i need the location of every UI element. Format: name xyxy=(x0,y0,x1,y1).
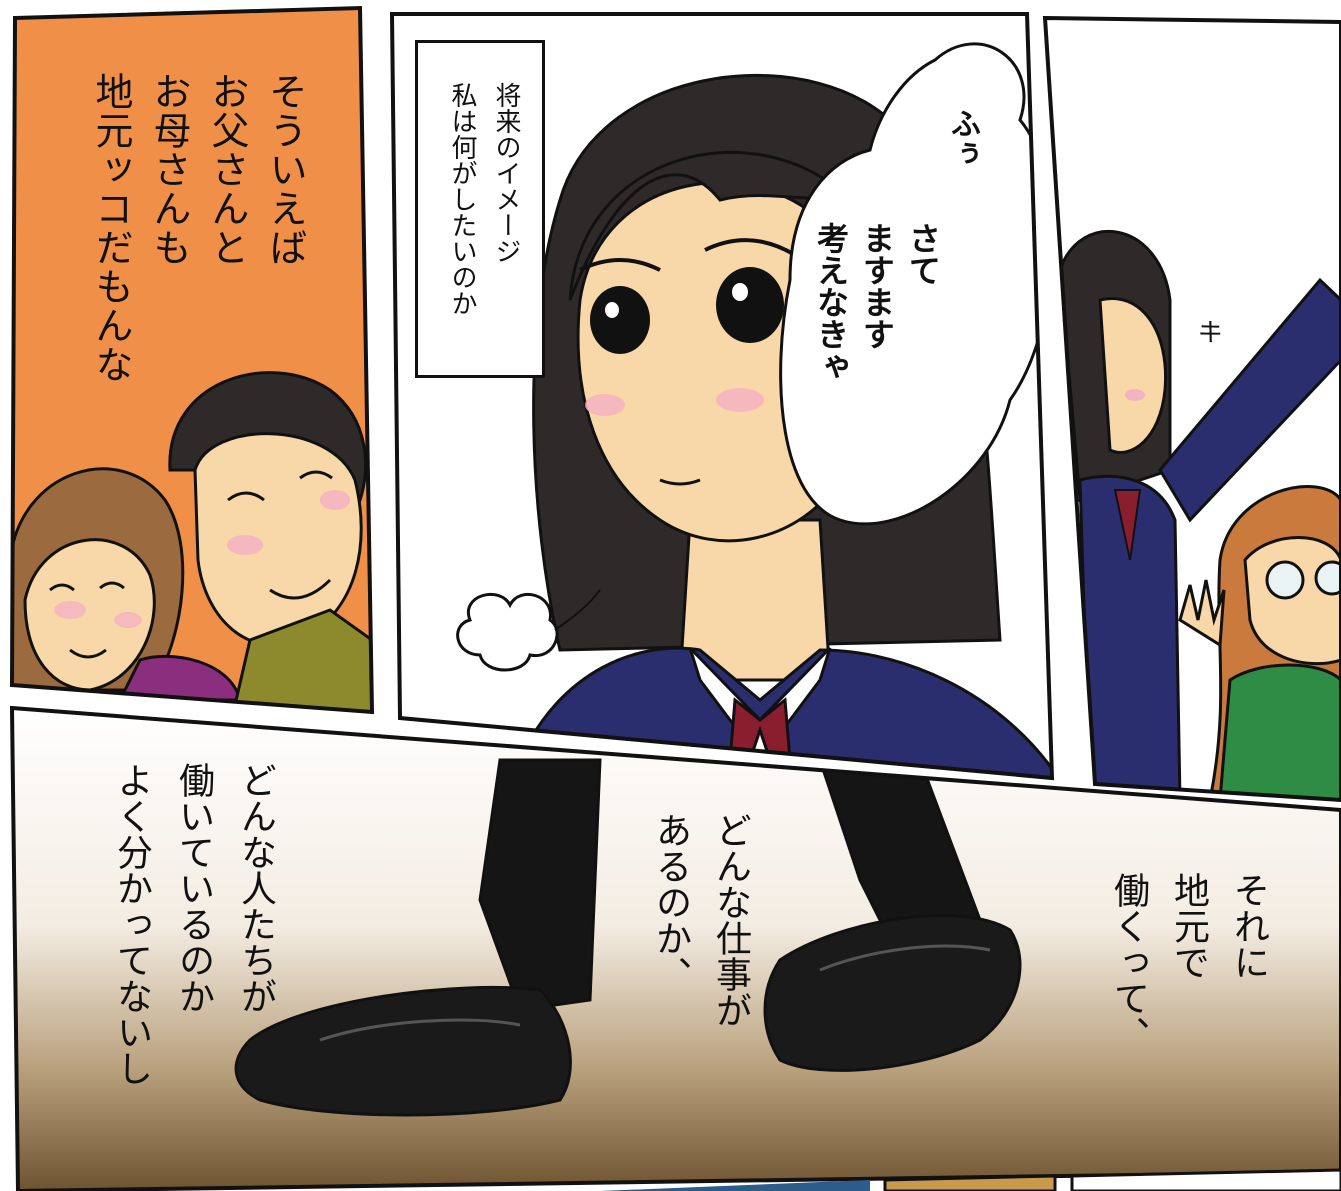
narration-top-left: そういえば お父さんと お母さんも 地元ッコだもんな xyxy=(82,72,314,384)
bubble-line: ふぅ xyxy=(945,108,980,168)
narration-bottom-middle: どんな仕事が あるのか、 xyxy=(640,812,760,1028)
narration-line: 地元で xyxy=(1168,872,1209,980)
narration-line: どんな仕事が xyxy=(710,812,751,1028)
narration-line: 働くって、 xyxy=(1108,872,1149,1052)
bubble-line: 考えなきゃ xyxy=(812,222,850,382)
caption-box xyxy=(415,40,545,378)
next-row-panel-edges xyxy=(600,1168,1341,1191)
bubble-text: さて ますます 考えなきゃ xyxy=(808,222,946,382)
waving-girl-figure xyxy=(1058,230,1341,800)
bubble-text-sigh: ふぅ xyxy=(940,108,984,168)
caption-line: 私は何がしたいのか xyxy=(447,82,477,316)
narration-line: お父さんと xyxy=(205,72,249,267)
narration-line: お母さんも xyxy=(147,72,191,267)
narration-line: 地元ッコだもんな xyxy=(89,72,133,384)
bubble-line: ますます xyxy=(858,222,896,350)
narration-bottom-left: どんな人たちが 働いているのか よく分かってないし xyxy=(100,762,286,1086)
narration-line: そういえば xyxy=(263,72,307,267)
panel-top-left xyxy=(9,5,375,715)
caption-line: 将来のイメージ xyxy=(491,82,521,264)
narration-line: あるのか、 xyxy=(650,812,691,992)
narration-bottom-right: それに 地元で 働くって、 xyxy=(1098,872,1278,1052)
narration-line: よく分かってないし xyxy=(111,762,152,1086)
panel-top-right xyxy=(1042,15,1341,803)
panel-bottom xyxy=(9,705,1341,1191)
bubble-line: さて xyxy=(904,222,942,286)
narration-line: どんな人たちが xyxy=(235,762,276,1014)
caption-text: 将来のイメージ 私は何がしたいのか xyxy=(440,82,528,316)
narration-line: それに xyxy=(1228,872,1269,980)
father-figure xyxy=(168,371,372,712)
glasses-girl-figure xyxy=(1178,485,1341,800)
panel-top-center xyxy=(389,12,1055,781)
narration-line: 働いているのか xyxy=(173,762,214,1014)
speech-bubble-shape xyxy=(779,42,1052,526)
legs-and-shoes xyxy=(234,758,1022,1117)
mother-figure xyxy=(12,467,242,702)
